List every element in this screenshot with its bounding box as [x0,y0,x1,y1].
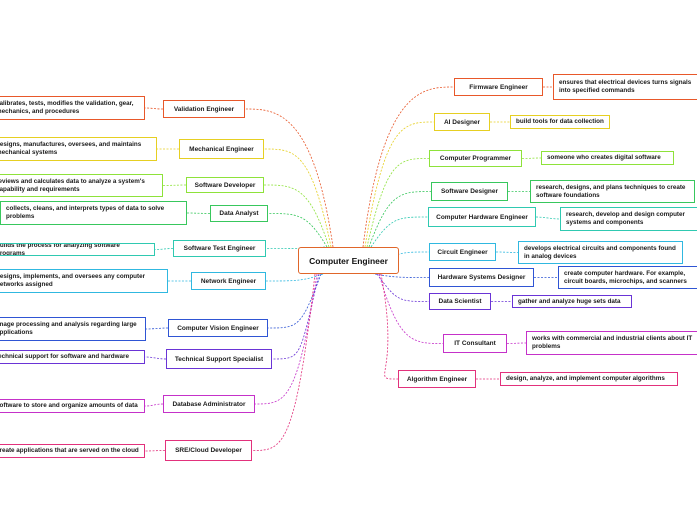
role-node-computer-hardware-engineer[interactable]: Computer Hardware Engineer [428,207,536,227]
connector-line [506,342,527,344]
role-description-validation-engineer[interactable]: calibrates, tests, modifies the validati… [0,96,145,120]
role-description-circuit-engineer[interactable]: develops electrical circuits and compone… [518,241,683,264]
role-node-database-administrator[interactable]: Database Administrator [163,395,255,413]
role-node-circuit-engineer[interactable]: Circuit Engineer [429,243,496,261]
role-node-data-scientist[interactable]: Data Scientist [429,293,491,310]
role-description-data-analyst[interactable]: collects, cleans, and interprets types o… [0,201,187,225]
connector-line [374,273,430,278]
connector-line [368,191,432,248]
connector-line [145,327,169,330]
role-description-ai-designer[interactable]: build tools for data collection [510,115,610,129]
role-description-technical-support-specialist[interactable]: technical support for software and hardw… [0,350,145,364]
connector-line [144,356,167,360]
role-node-network-engineer[interactable]: Network Engineer [191,272,266,290]
role-description-mechanical-engineer[interactable]: designs, manufactures, oversees, and mai… [0,137,157,161]
connector-line [186,212,211,214]
connector-line [364,121,435,248]
connector-line [263,184,330,248]
connector-line [254,273,318,405]
role-node-software-developer[interactable]: Software Developer [186,177,264,193]
central-topic[interactable]: Computer Engineer [298,247,399,274]
connector-line [144,403,164,407]
role-node-validation-engineer[interactable]: Validation Engineer [163,100,245,118]
role-node-software-designer[interactable]: Software Designer [431,182,508,201]
connector-line [362,86,455,248]
connector-line [154,248,174,250]
role-node-software-test-engineer[interactable]: Software Test Engineer [173,240,266,257]
role-node-mechanical-engineer[interactable]: Mechanical Engineer [179,139,264,159]
role-description-sre-cloud-developer[interactable]: create applications that are served on t… [0,444,145,458]
connector-line [144,107,164,110]
role-node-computer-vision-engineer[interactable]: Computer Vision Engineer [168,319,268,337]
connector-line [376,273,430,302]
role-description-firmware-engineer[interactable]: ensures that electrical devices turns si… [553,74,697,100]
role-node-ai-designer[interactable]: AI Designer [434,113,490,131]
role-node-technical-support-specialist[interactable]: Technical Support Specialist [166,349,272,369]
role-node-computer-programmer[interactable]: Computer Programmer [429,150,522,167]
role-description-computer-programmer[interactable]: someone who creates digital software [541,151,674,165]
connector-line [267,213,328,248]
role-description-computer-hardware-engineer[interactable]: research, develop and design computer sy… [560,207,697,231]
connector-line [366,158,430,248]
role-node-hardware-systems-designer[interactable]: Hardware Systems Designer [429,268,534,287]
role-description-network-engineer[interactable]: designs, implements, and oversees any co… [0,269,168,293]
connector-line [521,157,542,159]
role-description-software-test-engineer[interactable]: builds the process for analyzing softwar… [0,243,155,256]
role-node-sre-cloud-developer[interactable]: SRE/Cloud Developer [165,440,252,461]
role-description-database-administrator[interactable]: software to store and organize amounts o… [0,399,145,413]
connector-line [271,273,320,360]
role-description-data-scientist[interactable]: gather and analyze huge sets data [512,295,632,308]
role-node-algorithm-engineer[interactable]: Algorithm Engineer [398,370,476,388]
role-description-hardware-systems-designer[interactable]: create computer hardware. For example, c… [558,266,697,289]
connector-line [144,450,166,452]
connector-line [267,273,322,329]
connector-line [495,251,519,253]
role-node-firmware-engineer[interactable]: Firmware Engineer [454,78,543,96]
connector-line [380,273,399,380]
role-node-it-consultant[interactable]: IT Consultant [443,334,507,353]
connector-line [370,216,429,248]
role-description-it-consultant[interactable]: works with commercial and industrial cli… [526,331,697,355]
role-description-software-designer[interactable]: research, designs, and plans techniques … [530,180,695,203]
connector-line [535,216,561,220]
connector-line [263,148,332,248]
role-node-data-analyst[interactable]: Data Analyst [210,205,268,222]
role-description-algorithm-engineer[interactable]: design, analyze, and implement computer … [500,372,678,386]
connector-line [265,273,324,282]
connector-line [251,273,316,451]
role-description-software-developer[interactable]: reviews and calculates data to analyze a… [0,174,163,197]
connector-line [378,273,444,344]
role-description-computer-vision-engineer[interactable]: image processing and analysis regarding … [0,317,146,341]
connector-line [162,184,187,186]
